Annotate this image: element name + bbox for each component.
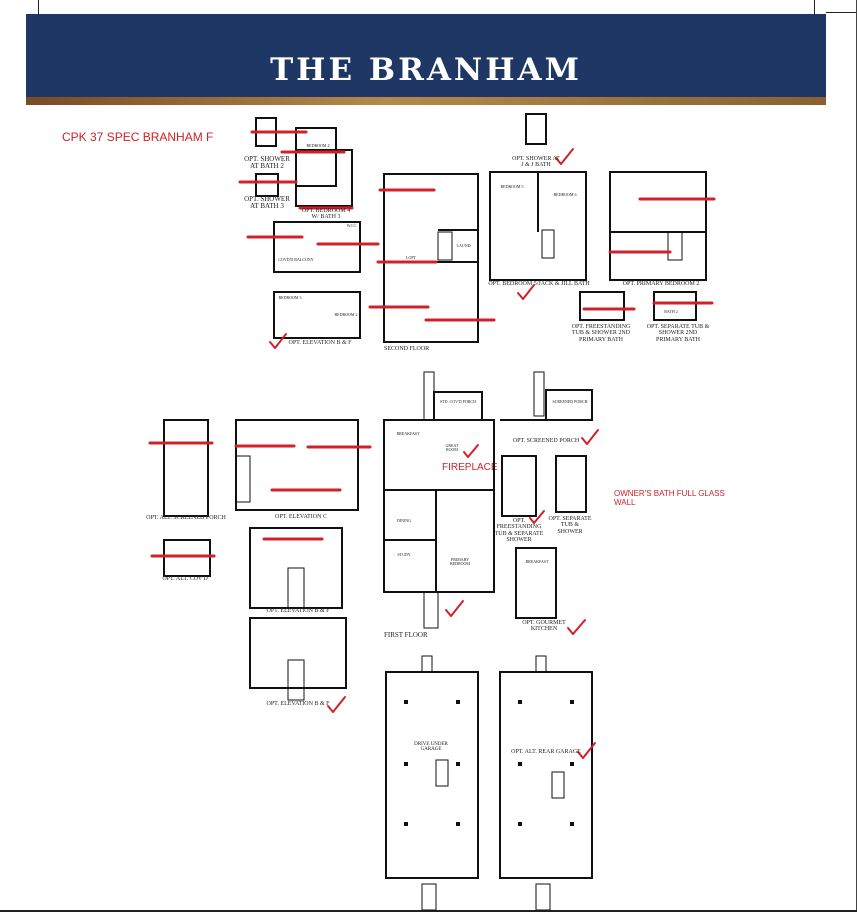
title-banner: THE BRANHAM — [26, 14, 826, 97]
room-std-covd-porch: STD. COV'D PORCH — [440, 399, 476, 404]
label-opt-elevation-bf-mid: OPT. ELEVATION B & F — [266, 608, 330, 614]
label-opt-shower-bath2: OPT. SHOWER AT BATH 2 — [244, 155, 290, 171]
room-bedroom3: BEDROOM 3 — [278, 295, 302, 300]
label-opt-shower-bath3: OPT. SHOWER AT BATH 3 — [244, 195, 290, 211]
label-opt-gourmet: OPT. GOURMET KITCHEN — [522, 620, 566, 633]
label-opt-shower-jj: OPT. SHOWER AT J & J BATH — [512, 156, 560, 169]
page-border-bottom — [0, 910, 857, 912]
crop-mark-right — [814, 0, 815, 14]
room-bedroom6: BEDROOM 6 — [553, 192, 577, 197]
room-gourmet-breakfast: BREAKFAST — [525, 559, 549, 564]
crop-mark-right-h — [826, 12, 856, 13]
page-title: THE BRANHAM — [270, 52, 582, 88]
label-opt-elevation-bf-1st: OPT. ELEVATION B & F — [266, 701, 330, 707]
room-loft: LOFT — [406, 255, 416, 260]
room-study: STUDY — [397, 552, 411, 557]
label-opt-alt-screened-porch: OPT. ALT. SCREENED PORCH — [146, 515, 226, 521]
room-laund: LAUND. — [456, 243, 472, 248]
fireplace-note: FIREPLACE — [442, 462, 498, 473]
spec-title-note: CPK 37 SPEC BRANHAM F — [62, 130, 214, 144]
room-wic: W.I.C. — [346, 223, 358, 228]
label-opt-elevation-bf-2nd: OPT. ELEVATION B & F — [288, 340, 352, 346]
room-bath2: BATH 2 — [664, 309, 678, 314]
room-dining: DINING — [396, 518, 412, 523]
label-opt-bedroom5-jj: OPT. BEDROOM 5/JACK & JILL BATH — [488, 281, 590, 287]
room-bedroom2: BEDROOM 2 — [334, 312, 358, 317]
room-great-room: GREAT ROOM — [445, 443, 459, 453]
label-opt-elevation-c: OPT. ELEVATION C — [275, 514, 327, 520]
room-screened-porch: SCREENED PORCH — [552, 399, 588, 404]
label-opt-bedroom4-bath3: OPT. BEDROOM 4 W/ BATH 3 — [301, 208, 351, 221]
label-opt-separate-2nd: OPT. SEPARATE TUB & SHOWER 2ND PRIMARY B… — [646, 324, 710, 343]
label-opt-freestanding-1st: OPT. FREESTANDING TUB & SEPARATE SHOWER — [494, 518, 544, 543]
label-first-floor: FIRST FLOOR — [384, 631, 428, 639]
room-bedroom5: BEDROOM 5 — [500, 184, 524, 189]
room-bedroom4: BEDROOM 4 — [306, 143, 330, 148]
label-drive-under-garage: DRIVE UNDER GARAGE — [414, 742, 448, 753]
room-covd-balcony: COVD'D BALCONY — [278, 257, 314, 262]
label-opt-freestanding-2nd: OPT. FREESTANDING TUB & SHOWER 2ND PRIMA… — [571, 324, 631, 343]
owners-bath-note: OWNER'S BATH FULL GLASS WALL — [614, 489, 725, 507]
label-opt-screened-porch: OPT. SCREENED PORCH — [512, 438, 580, 444]
room-breakfast: BREAKFAST — [396, 431, 420, 436]
label-second-floor: SECOND FLOOR — [384, 346, 430, 352]
label-opt-alt-rear-garage: OPT. ALT. REAR GARAGE — [511, 749, 581, 755]
label-opt-separate-1st: OPT. SEPARATE TUB & SHOWER — [548, 516, 592, 535]
crop-mark-left — [38, 0, 39, 14]
label-opt-primary2: OPT. PRIMARY BEDROOM 2 — [622, 281, 700, 287]
label-opt-alt-covd: OPT. ALT. COV'D — [162, 576, 208, 582]
room-primary-bedroom: PRIMARY BEDROOM — [449, 557, 470, 567]
title-accent-band — [26, 97, 826, 105]
